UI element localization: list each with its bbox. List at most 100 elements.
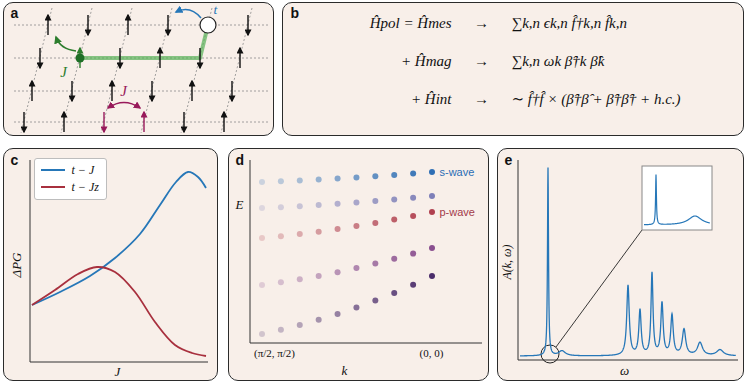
legend-label: t − J bbox=[72, 163, 95, 178]
series-label: s-wave bbox=[440, 165, 475, 178]
arrow-symbol: → bbox=[474, 15, 489, 32]
hopping-label: t bbox=[214, 2, 218, 18]
data-point bbox=[335, 201, 341, 207]
panel-letter: d bbox=[236, 151, 245, 167]
spin-arrow bbox=[191, 81, 192, 101]
data-point bbox=[259, 331, 265, 337]
spin-arrow bbox=[231, 81, 232, 101]
axis-line bbox=[30, 160, 31, 362]
spin-arrow bbox=[87, 15, 88, 35]
data-point bbox=[372, 261, 378, 267]
spin-arrow bbox=[103, 112, 104, 132]
lattice-line bbox=[221, 8, 252, 133]
data-point bbox=[316, 202, 322, 208]
data-point bbox=[391, 196, 397, 202]
axis-label: A(k, ω) bbox=[501, 244, 515, 279]
panel-box: dEk(π/2, π/2)(0, 0)s-wavep-wave bbox=[228, 148, 489, 381]
axis-label: ΔPG bbox=[9, 252, 24, 277]
data-point bbox=[353, 305, 359, 311]
lattice-line bbox=[14, 91, 268, 92]
data-point bbox=[297, 231, 303, 237]
data-point bbox=[278, 327, 284, 333]
panel-box: bĤpol = Ĥmes→∑k,n ϵk,n f̂†k,n f̂k,n+ Ĥma… bbox=[282, 2, 744, 136]
spin-arrow bbox=[23, 112, 24, 132]
axis-line bbox=[250, 343, 482, 344]
data-point bbox=[278, 279, 284, 285]
panel-ground bbox=[4, 149, 218, 381]
exchange-arrow bbox=[56, 37, 76, 51]
data-point bbox=[297, 177, 303, 183]
data-point bbox=[316, 177, 322, 183]
spin-arrow bbox=[223, 112, 224, 132]
data-point bbox=[259, 179, 265, 185]
exchange-label: J bbox=[58, 64, 69, 81]
data-point bbox=[410, 213, 416, 219]
spin-arrow bbox=[167, 15, 168, 35]
spin-arrow bbox=[183, 112, 184, 132]
panel-box: cΔPGJt − Jt − Jz bbox=[3, 148, 218, 381]
equation-term: ∑k,n ϵk,n f̂†k,n f̂k,n bbox=[512, 15, 627, 32]
panel-letter: e bbox=[505, 151, 513, 167]
data-point bbox=[353, 200, 359, 206]
data-point bbox=[259, 282, 265, 288]
data-point bbox=[316, 229, 322, 235]
spin-arrow bbox=[39, 48, 40, 68]
spin-arrow bbox=[143, 112, 144, 132]
axis-line bbox=[518, 360, 738, 361]
data-point bbox=[353, 174, 359, 180]
data-point bbox=[429, 169, 435, 175]
string-path bbox=[80, 25, 208, 58]
data-point bbox=[316, 317, 322, 323]
data-point bbox=[391, 256, 397, 262]
data-curve bbox=[32, 267, 206, 356]
exchange-arrow bbox=[108, 103, 140, 109]
spin-arrow bbox=[111, 81, 112, 101]
data-point bbox=[335, 269, 341, 275]
arrow-symbol: → bbox=[474, 53, 489, 70]
hole-circle bbox=[200, 17, 216, 33]
panel-letter: a bbox=[11, 4, 19, 20]
legend-label: t − Jz bbox=[72, 180, 99, 195]
data-point bbox=[410, 195, 416, 201]
axis-label: E bbox=[236, 197, 244, 212]
axis-label: k bbox=[342, 363, 348, 378]
scatter-chart bbox=[250, 160, 482, 343]
panel-box: eA(k, ω)ω bbox=[497, 148, 744, 381]
data-point bbox=[278, 178, 284, 184]
lattice-line bbox=[141, 8, 172, 133]
panel-grounds bbox=[4, 3, 744, 381]
axis-line bbox=[30, 362, 208, 363]
spin-arrow bbox=[247, 15, 248, 35]
data-point bbox=[410, 251, 416, 257]
parton-dot bbox=[76, 54, 85, 63]
spin-arrow bbox=[199, 48, 200, 68]
lattice-line bbox=[14, 122, 268, 123]
legend-entry: t − J bbox=[41, 162, 99, 179]
data-point bbox=[429, 209, 435, 215]
axis-label: J bbox=[115, 364, 121, 379]
data-point bbox=[391, 172, 397, 178]
lattice-line bbox=[21, 8, 52, 133]
data-point bbox=[410, 171, 416, 177]
axis-line bbox=[518, 160, 519, 360]
spin-arrow bbox=[151, 81, 152, 101]
panel-ground bbox=[229, 149, 489, 381]
zoom-line bbox=[556, 230, 642, 347]
axis-line bbox=[250, 160, 251, 343]
data-point bbox=[278, 233, 284, 239]
tick-label: (π/2, π/2) bbox=[254, 346, 295, 359]
data-point bbox=[372, 220, 378, 226]
inset-box bbox=[642, 166, 712, 230]
data-point bbox=[372, 173, 378, 179]
spin-arrow bbox=[239, 48, 240, 68]
data-point bbox=[391, 290, 397, 296]
spin-arrow bbox=[63, 112, 64, 132]
legend: t − J t − Jz bbox=[34, 158, 107, 200]
spin-arrow bbox=[71, 81, 72, 101]
data-point bbox=[372, 198, 378, 204]
data-point bbox=[297, 322, 303, 328]
lattice-line bbox=[101, 8, 132, 133]
panel-box: atJJ bbox=[3, 2, 274, 136]
panel-ground bbox=[283, 3, 744, 136]
